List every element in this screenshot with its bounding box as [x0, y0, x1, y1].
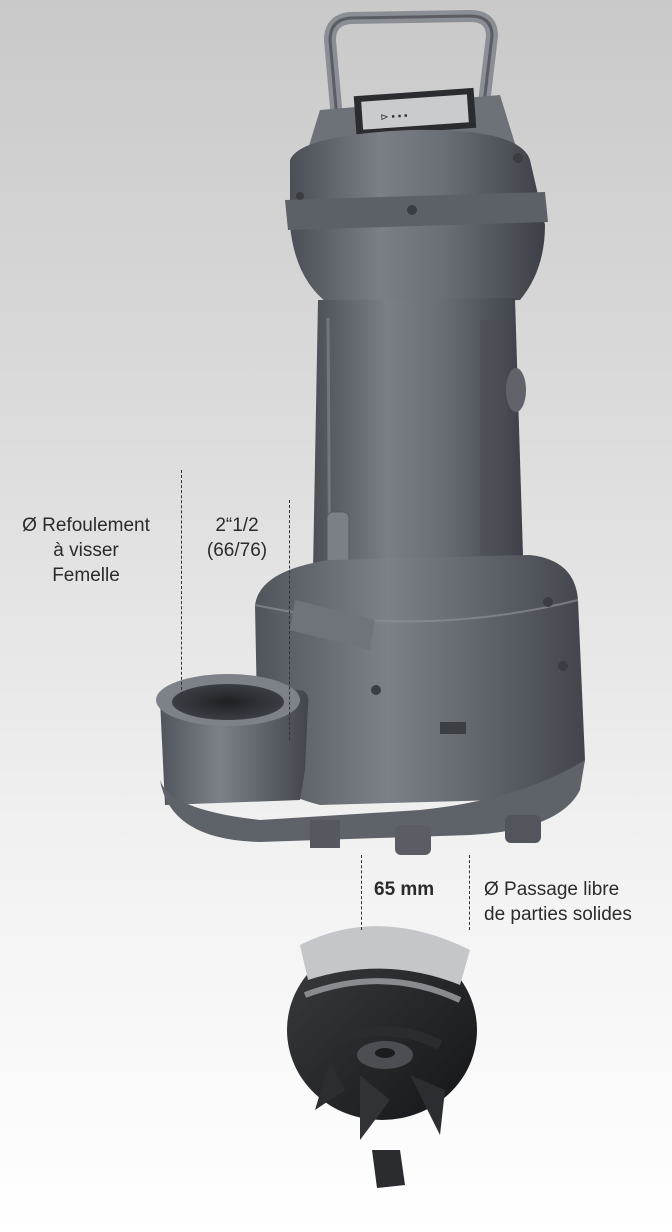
outlet-size-line: 2“1/2 — [215, 515, 259, 536]
outlet-description: Ø Refoulement à visser Femelle — [6, 513, 166, 588]
passage-description-line: Ø Passage libre — [484, 879, 620, 900]
svg-text:⊳ ▪ ▪ ▪: ⊳ ▪ ▪ ▪ — [380, 111, 409, 124]
outlet-description-line: Ø Refoulement — [22, 515, 150, 536]
outlet-left-guide — [181, 470, 182, 700]
passage-description: Ø Passage libre de parties solides — [484, 877, 632, 927]
passage-description-line: de parties solides — [484, 904, 632, 925]
outlet-size-line: (66/76) — [206, 540, 268, 561]
outlet-description-line: Femelle — [52, 565, 120, 586]
outlet-description-line: à visser — [53, 540, 119, 561]
passage-left-guide — [361, 855, 362, 930]
impeller — [287, 926, 477, 1188]
outlet-right-guide — [289, 500, 290, 740]
passage-value: 65 mm — [374, 879, 435, 900]
outlet-size: 2“1/2 (66/76) — [196, 513, 278, 563]
passage-right-guide — [469, 855, 470, 930]
